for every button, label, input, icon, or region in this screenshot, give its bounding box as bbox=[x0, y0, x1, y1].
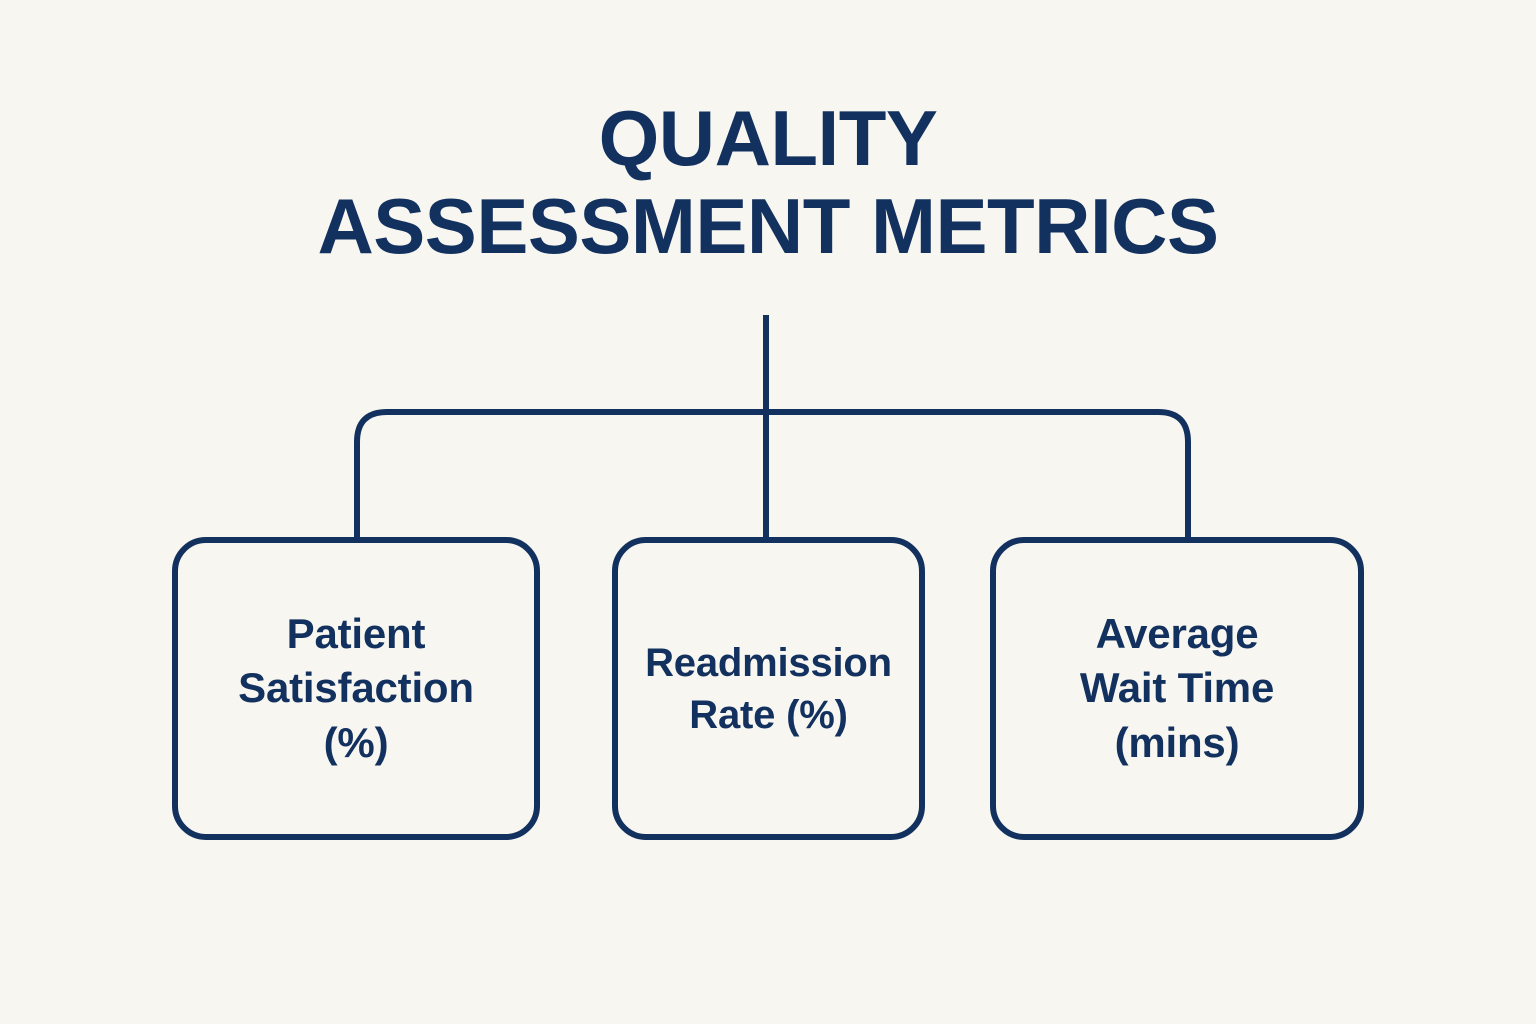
branch-connector-right bbox=[766, 409, 1191, 537]
metric-node-label: Patient Satisfaction (%) bbox=[238, 609, 474, 766]
metric-node-patient-satisfaction[interactable]: Patient Satisfaction (%) bbox=[172, 537, 540, 840]
metric-node-label: Readmission Rate (%) bbox=[645, 640, 892, 737]
metric-node-readmission-rate[interactable]: Readmission Rate (%) bbox=[612, 537, 925, 840]
metric-node-average-wait-time[interactable]: Average Wait Time (mins) bbox=[990, 537, 1364, 840]
page-title: QUALITY ASSESSMENT METRICS bbox=[0, 94, 1536, 271]
title-line-primary: QUALITY bbox=[598, 94, 938, 182]
branch-connector-left bbox=[354, 409, 766, 537]
title-line-secondary: ASSESSMENT METRICS bbox=[317, 182, 1219, 271]
metric-node-label: Average Wait Time (mins) bbox=[1079, 609, 1275, 766]
